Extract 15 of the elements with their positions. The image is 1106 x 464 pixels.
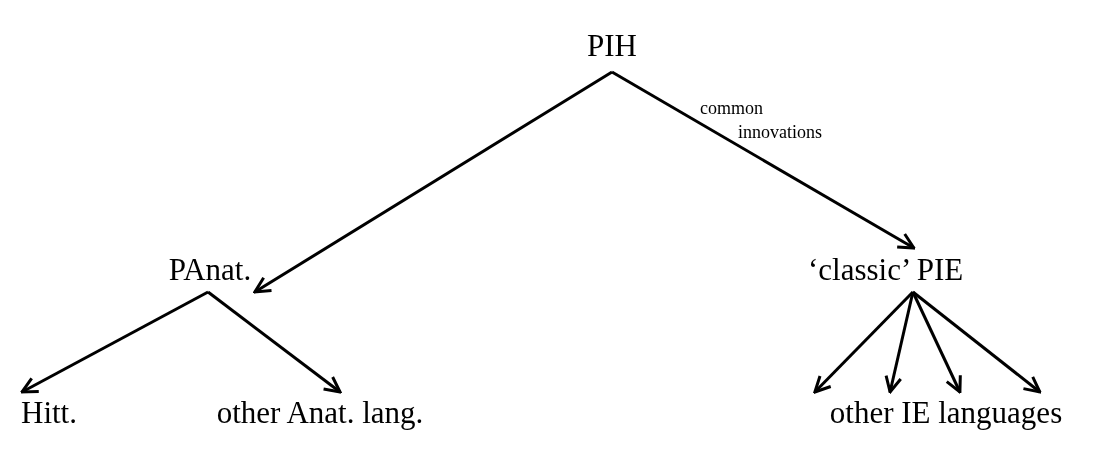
edge-label: common innovations bbox=[700, 97, 823, 144]
node-label: other Anat. lang. bbox=[216, 395, 424, 431]
node-label: other IE languages bbox=[829, 395, 1063, 431]
arrow bbox=[253, 70, 613, 294]
arrow bbox=[207, 290, 342, 394]
node-label: PAnat. bbox=[168, 252, 252, 288]
arrow bbox=[911, 291, 962, 394]
node-label: ‘classic’ PIE bbox=[808, 252, 964, 288]
arrow bbox=[20, 290, 209, 394]
arrow bbox=[912, 290, 1042, 394]
arrow bbox=[611, 70, 916, 250]
arrow bbox=[813, 290, 914, 394]
node-label: PIH bbox=[587, 28, 637, 64]
arrow bbox=[884, 291, 915, 394]
node-label: Hitt. bbox=[21, 395, 77, 431]
